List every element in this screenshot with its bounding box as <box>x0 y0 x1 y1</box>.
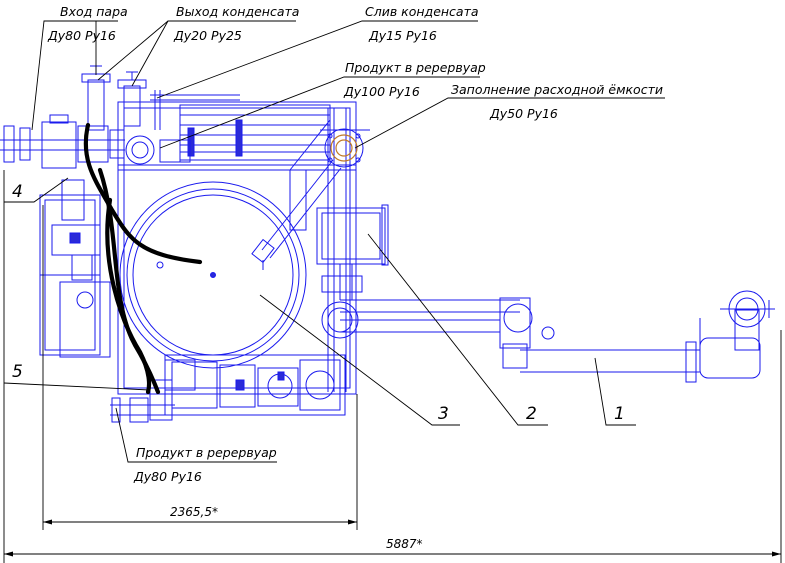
position-5-label: 5 <box>12 362 23 382</box>
callout-supply-tank-filling: Заполнение расходной ёмкости Ду50 Ру16 <box>451 82 663 121</box>
steam-inlet-size: Ду80 Ру16 <box>47 28 116 43</box>
condensate-outlet-name: Выход конденсата <box>176 4 299 19</box>
dimension-unit-width: 2365,5* <box>170 505 218 519</box>
callout-condensate-outlet: Выход конденсата Ду20 Ру25 <box>173 4 299 43</box>
condensate-drain-size: Ду15 Ру16 <box>368 28 437 43</box>
product-pipeline <box>321 275 775 383</box>
dimension-lines <box>3 170 782 563</box>
inclined-nozzle <box>251 119 342 270</box>
condensate-drain-name: Слив конденсата <box>365 4 479 19</box>
left-motor <box>51 179 111 358</box>
steam-inlet-line <box>0 114 181 169</box>
product-to-tank-top-size: Ду100 Ру16 <box>343 84 420 99</box>
position-2-label: 2 <box>526 404 537 424</box>
callout-steam-inlet: Вход пара Ду80 Ру16 <box>47 4 128 43</box>
position-4-label: 4 <box>12 182 23 202</box>
bottom-outlet-valve <box>110 359 196 423</box>
callout-product-to-tank-top: Продукт в рерервуар Ду100 Ру16 <box>343 60 486 99</box>
tube-bundle <box>159 104 331 163</box>
steam-inlet-name: Вход пара <box>60 4 128 19</box>
main-tank <box>119 181 307 369</box>
callout-product-to-tank-bottom: Продукт в рерервуар Ду80 Ру16 <box>133 445 277 484</box>
product-to-tank-bottom-size: Ду80 Ру16 <box>133 469 202 484</box>
filter-box <box>316 204 389 300</box>
position-1-label: 1 <box>614 404 625 424</box>
product-outlet-flange <box>320 128 370 168</box>
product-to-tank-bottom-name: Продукт в рерервуар <box>136 445 277 460</box>
supply-tank-filling-size: Ду50 Ру16 <box>489 106 558 121</box>
supply-tank-filling-name: Заполнение расходной ёмкости <box>451 82 663 97</box>
flexible-hoses <box>83 122 203 395</box>
callout-condensate-drain: Слив конденсата Ду15 Ру16 <box>365 4 479 43</box>
leader-lines <box>3 20 665 463</box>
condensate-outlet-size: Ду20 Ру25 <box>173 28 242 43</box>
pump-unit <box>164 354 346 416</box>
product-to-tank-top-name: Продукт в рерервуар <box>345 60 486 75</box>
dimension-overall-length: 5887* <box>386 537 423 551</box>
position-3-label: 3 <box>438 404 449 424</box>
